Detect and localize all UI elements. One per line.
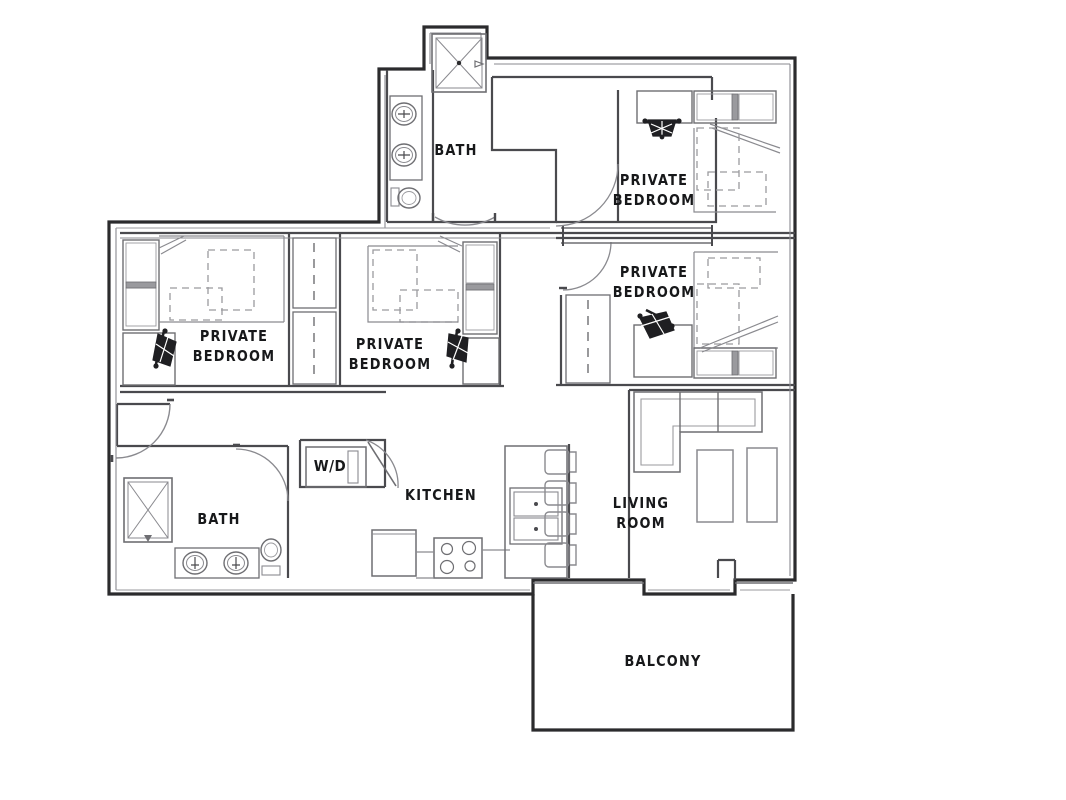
side-table (746, 447, 778, 523)
desk-3 (122, 332, 176, 386)
desk-chair-3 (152, 328, 177, 369)
closet-mid-right (565, 294, 611, 384)
bathroom-sink-upper-a (391, 102, 417, 126)
bed-3 (169, 249, 255, 321)
door-swing-bedroom-mid-right (559, 241, 612, 291)
bedroom-upper-right-contents (636, 90, 781, 213)
door-swing-wd (365, 439, 399, 489)
refrigerator (371, 529, 417, 577)
desk-1 (636, 90, 693, 124)
shower-stall-lower (123, 477, 173, 543)
door-swing-bath-lower (233, 443, 289, 502)
bath-upper-fixtures (389, 33, 497, 226)
desk-4 (462, 337, 500, 385)
desk-chair-1 (642, 118, 682, 140)
desk-chair-4 (446, 328, 469, 369)
washer-dryer-unit (305, 439, 399, 489)
toilet-upper (390, 187, 421, 209)
desk-chair-2 (637, 308, 675, 339)
bedroom-center-contents (367, 235, 500, 385)
toilet-lower (260, 538, 282, 576)
bathroom-sink-upper-b (391, 143, 417, 167)
cooktop-range (433, 537, 483, 579)
bed-4 (372, 249, 459, 323)
interior-walls (115, 70, 795, 580)
bar-stools (544, 449, 577, 568)
center-closets (292, 237, 337, 385)
wall-shadow-lines (116, 227, 790, 591)
exterior-walls (107, 25, 797, 596)
washer-dryer-label: W/D (313, 457, 347, 475)
bedroom-mid-right-contents (559, 241, 779, 384)
sectional-sofa (633, 391, 763, 473)
bar-stool-3 (544, 511, 577, 537)
shower-stall-upper (431, 33, 487, 93)
door-swing-entry (110, 398, 174, 462)
balcony-outline (531, 582, 795, 732)
wall-inner-lines (115, 32, 791, 590)
living-room-furniture (633, 391, 778, 523)
kitchen-fixtures (371, 445, 577, 579)
bed-2 (696, 257, 761, 345)
bar-stool-4 (544, 542, 577, 568)
bed-1 (696, 127, 767, 207)
bath-lower-fixtures (123, 443, 289, 579)
bathroom-sink-lower-a (182, 551, 208, 575)
door-swing-bath-upper (431, 213, 497, 226)
bedroom-left-contents (122, 235, 285, 386)
bathroom-sink-lower-b (223, 551, 249, 575)
door-openings (555, 163, 713, 246)
kitchen-sink (509, 487, 563, 545)
bar-stool-2 (544, 480, 577, 506)
coffee-table (696, 449, 734, 523)
bar-stool-1 (544, 449, 577, 475)
